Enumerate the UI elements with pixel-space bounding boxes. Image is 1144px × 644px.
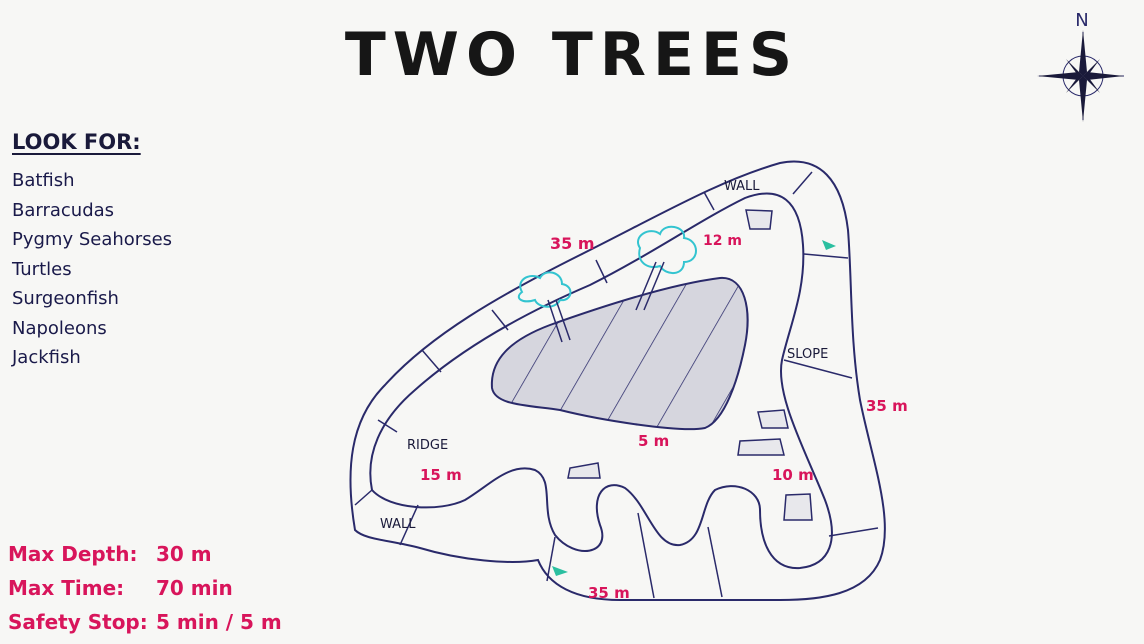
slope-label: SLOPE [787,347,828,362]
tree-icon [517,271,572,343]
central-reef-area [490,276,749,431]
safety-stop-value: 5 min / 5 m [156,610,282,634]
coral-block-icon [567,462,601,479]
compass-north-label: N [1075,10,1088,31]
depth-label: 10 m [772,466,814,484]
look-for-item: Jackfish [12,347,81,368]
reef-inner-path [369,192,833,570]
max-time-row: Max Time: 70 min [8,576,282,610]
look-for-item: Batfish [12,170,75,191]
look-for-item: Turtles [12,258,72,280]
fish-icon [552,566,568,576]
look-for-item: Pygmy Seahorses [12,229,173,250]
max-depth-label: Max Depth: [8,542,138,566]
max-time-value: 70 min [156,576,233,600]
depth-label: 5 m [638,432,669,450]
look-for-item: Surgeonfish [12,288,119,309]
depth-label: 12 m [703,233,742,249]
depth-label: 15 m [420,466,462,484]
wall-label-top: WALL [724,179,760,194]
depth-label: 35 m [588,584,630,602]
max-depth-row: Max Depth: 30 m [8,542,282,576]
wall-label-bottom: WALL [380,517,416,532]
fish-icon [822,240,836,250]
look-for-item: Napoleons [12,317,107,339]
reef-outer-outline [349,160,886,601]
max-depth-value: 30 m [156,542,212,566]
max-time-label: Max Time: [8,576,125,600]
tree-icon [635,225,697,311]
coral-block-icon [757,409,789,429]
ridge-label: RIDGE [407,438,448,453]
depth-label: 35 m [550,234,595,253]
look-for-list: Batfish Barracudas Pygmy Seahorses Turtl… [12,170,172,377]
coral-block-icon [745,209,773,230]
dive-info: Max Depth: 30 m Max Time: 70 min Safety St… [8,542,282,644]
safety-stop-label: Safety Stop: [8,610,148,634]
coral-block-icon [783,493,813,521]
depth-label: 35 m [866,397,908,415]
map-title: TWO TREES [344,20,800,90]
look-for-heading: LOOK FOR: [12,130,141,154]
path-segment-ticks [354,171,879,599]
compass-rose-icon: N [1037,10,1124,122]
safety-stop-row: Safety Stop: 5 min / 5 m [8,610,282,644]
look-for-item: Barracudas [12,199,115,221]
coral-block-icon [737,438,785,456]
